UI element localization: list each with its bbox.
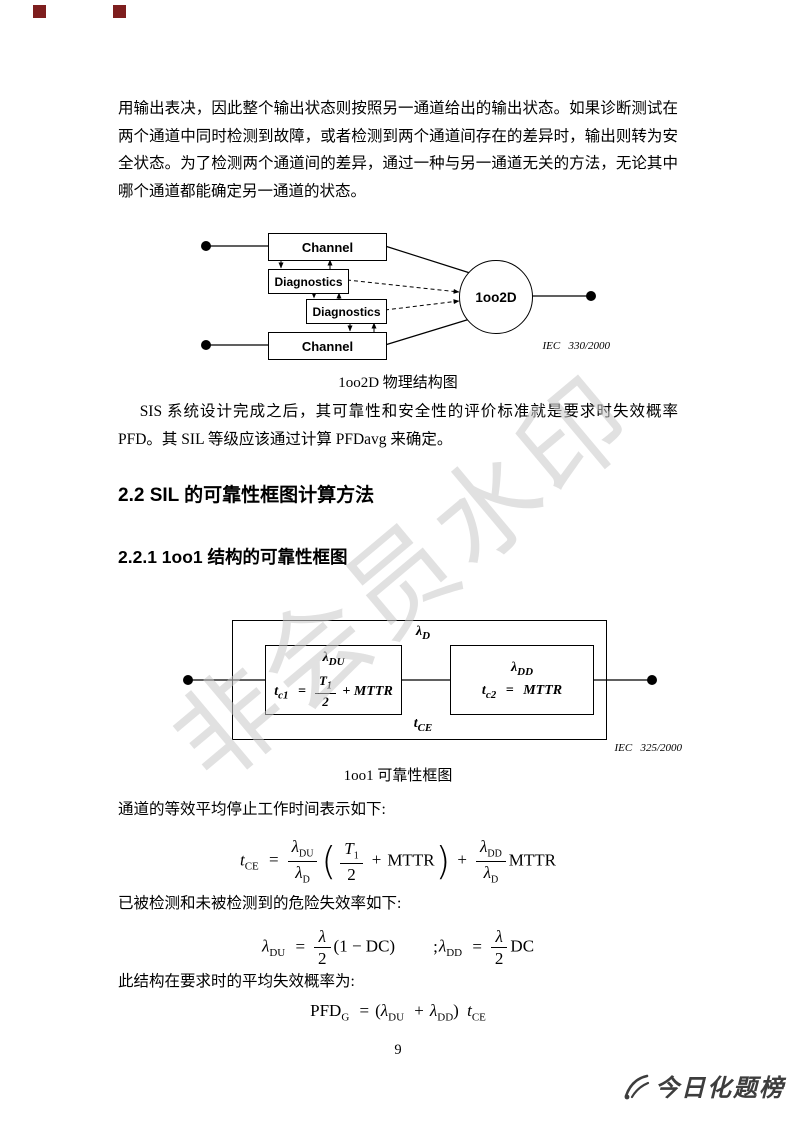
heading-2-2-1: 2.2.1 1oo1 结构的可靠性框图 — [118, 547, 348, 567]
heading-2-2: 2.2 SIL 的可靠性框图计算方法 — [118, 485, 375, 506]
dc-term: DC — [510, 936, 535, 956]
channel-top-box: Channel — [268, 233, 387, 261]
figure2-caption: 1oo1 可靠性框图 — [343, 768, 453, 784]
brand-text: 今日化题榜 — [655, 1075, 785, 1102]
tc1-tail: + MTTR — [342, 683, 393, 699]
channel-bottom-label: Channel — [301, 338, 354, 354]
voter-circle: 1oo2D — [459, 260, 533, 334]
solid-connectors — [206, 245, 591, 346]
diagnostics-2-label: Diagnostics — [312, 304, 381, 319]
figure1-caption: 1oo2D 物理结构图 — [338, 375, 458, 391]
left-paren: ( — [375, 1001, 381, 1020]
corner-marker-2 — [113, 5, 126, 18]
voter-label: 1oo2D — [475, 289, 517, 305]
corner-marker-1 — [33, 5, 46, 18]
label-tce: 通道的等效平均停止工作时间表示如下: — [118, 801, 386, 818]
brand-footer: 今日化题榜 — [621, 1068, 785, 1103]
brand-icon — [624, 1074, 650, 1099]
mttr-1: MTTR — [387, 850, 435, 870]
lambda-du-label: λDU — [322, 649, 345, 668]
label-pfd: 此结构在要求时的平均失效概率为: — [118, 973, 355, 990]
right-paren: ) — [435, 839, 451, 884]
mttr-2: MTTR — [508, 850, 557, 870]
right-terminal-dot — [647, 675, 657, 685]
figure-1oo2d-structure: Channel Diagnostics Diagnostics Channel … — [118, 228, 678, 368]
paragraph-intro: 用输出表决，因此整个输出状态则按照另一通道给出的输出状态。如果诊断测试在两个通道… — [118, 100, 678, 200]
tc2-equation: tc2 = MTTR — [481, 682, 563, 701]
separator: ; — [433, 936, 438, 956]
formula-pfd: PFDG =(λDU +λDD) tCE — [310, 1001, 486, 1024]
channel-equivalent-box-2: λDD tc2 = MTTR — [450, 645, 594, 715]
label-lambda: 已被检测和未被检测到的危险失效率如下: — [118, 895, 402, 912]
terminal-dots — [201, 241, 596, 350]
left-paren: ( — [321, 839, 337, 884]
right-paren: ) — [453, 1001, 459, 1020]
pfd-base: PFD — [310, 1001, 342, 1020]
page-number: 9 — [394, 1042, 402, 1058]
left-terminal-dot — [183, 675, 193, 685]
diagnostics-1-label: Diagnostics — [274, 274, 343, 289]
paragraph-sis: SIS 系统设计完成之后，其可靠性和安全性的评价标准就是要求时失效概率 PFD。… — [118, 403, 678, 448]
channel-bottom-box: Channel — [268, 332, 387, 360]
figure1-canvas — [201, 241, 596, 350]
diagnostics-box-1: Diagnostics — [268, 269, 349, 294]
diagnostics-box-2: Diagnostics — [306, 299, 387, 324]
tc2-tail: MTTR — [523, 682, 563, 698]
tce-label: tCE — [413, 716, 433, 734]
outer-boundary — [232, 620, 607, 740]
lambda-d-label: λD — [415, 624, 431, 642]
channel-top-label: Channel — [301, 239, 354, 255]
one-minus-dc: (1 − DC) — [333, 936, 396, 956]
lambda-dd-label: λDD — [510, 659, 534, 678]
iec-ref-330: IEC 330/2000 — [542, 340, 610, 352]
iec-ref-325: IEC 325/2000 — [614, 742, 682, 754]
